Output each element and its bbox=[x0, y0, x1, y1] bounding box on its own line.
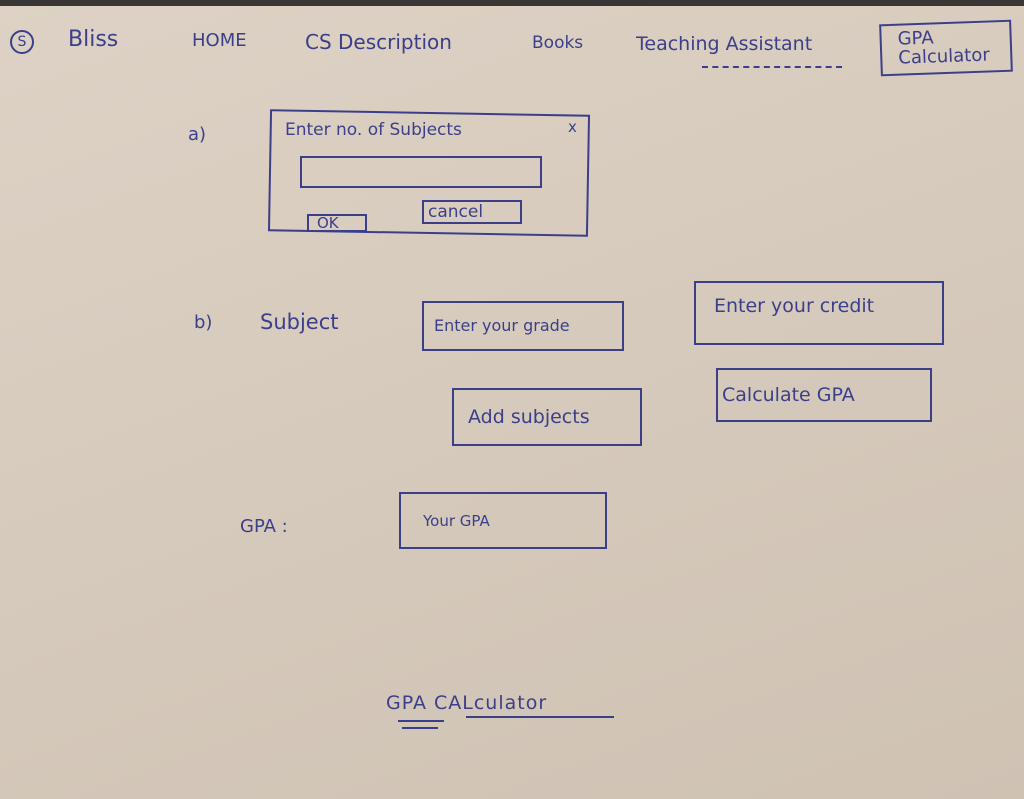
title-underline bbox=[402, 727, 438, 729]
subject-label: Subject bbox=[260, 310, 339, 334]
nav-link-gpa-calculator-active[interactable]: GPA Calculator bbox=[879, 19, 1013, 77]
title-underline bbox=[398, 720, 444, 722]
nav-link-home[interactable]: HOME bbox=[192, 30, 247, 51]
calculate-gpa-button[interactable]: Calculate GPA bbox=[716, 368, 932, 422]
nav-link-books[interactable]: Books bbox=[532, 33, 584, 53]
subjects-count-input[interactable] bbox=[300, 156, 542, 188]
grade-input[interactable]: Enter your grade bbox=[422, 301, 624, 351]
ok-button[interactable]: OK bbox=[307, 214, 367, 232]
gpa-result-label: GPA : bbox=[240, 516, 288, 537]
nav-underline-scribble bbox=[702, 58, 842, 68]
page-title: GPA CALculator bbox=[386, 692, 548, 714]
add-subjects-button[interactable]: Add subjects bbox=[452, 388, 642, 446]
part-b-label: b) bbox=[194, 312, 213, 333]
logo-icon[interactable]: S bbox=[10, 30, 34, 54]
cancel-button[interactable]: cancel bbox=[422, 200, 522, 224]
title-underline bbox=[466, 716, 614, 718]
nav-link-cs-description[interactable]: CS Description bbox=[305, 30, 452, 54]
brand-name[interactable]: Bliss bbox=[68, 27, 119, 52]
gpa-output-field: Your GPA bbox=[399, 492, 607, 549]
credit-input[interactable]: Enter your credit bbox=[694, 281, 944, 345]
nav-link-teaching-assistant[interactable]: Teaching Assistant bbox=[636, 33, 813, 55]
part-a-label: a) bbox=[188, 124, 207, 145]
close-icon[interactable]: x bbox=[568, 118, 577, 136]
top-edge-shadow bbox=[0, 0, 1024, 6]
dialog-title: Enter no. of Subjects bbox=[285, 120, 462, 140]
